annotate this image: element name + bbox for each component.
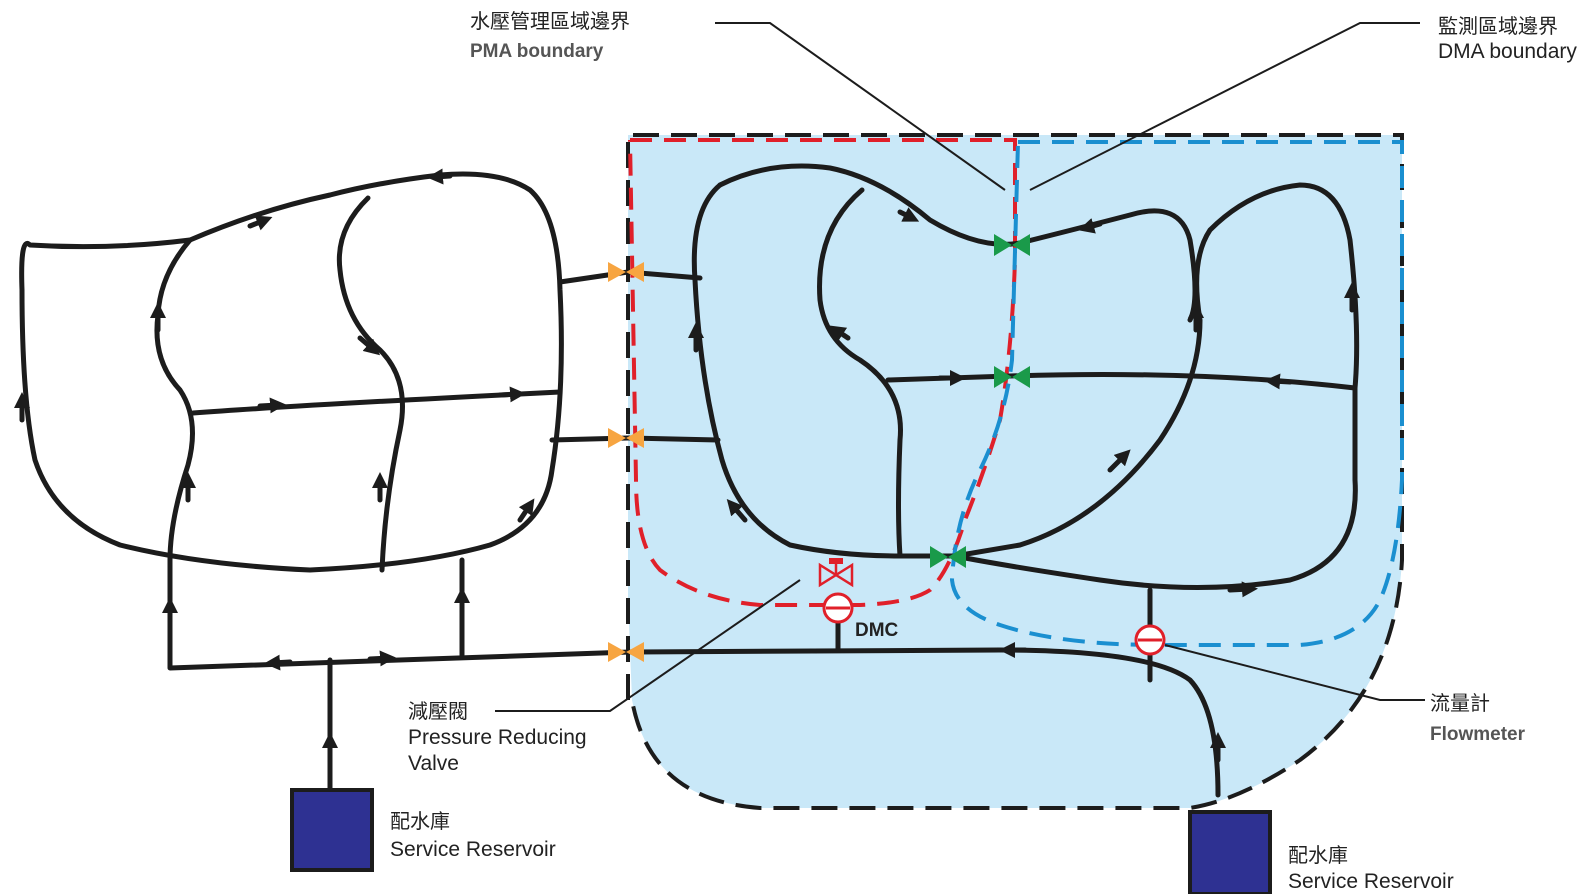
outer-boundary-line <box>626 133 1404 810</box>
valve-icon <box>930 546 966 568</box>
reservoir-2-label-zh: 配水庫 <box>1288 843 1348 867</box>
reservoir-2-label-en: Service Reservoir <box>1288 870 1454 893</box>
right-network-pipes <box>625 163 1361 798</box>
prv-label-en-2: Valve <box>408 752 459 775</box>
reservoir-1-label-zh: 配水庫 <box>390 809 450 833</box>
reservoir-1-label-en: Service Reservoir <box>390 838 556 861</box>
prv-label-zh: 減壓閥 <box>408 699 468 723</box>
prv-label-en-1: Pressure Reducing <box>408 726 587 749</box>
left-network-pipes <box>13 168 633 793</box>
pma-leader-line <box>715 22 1006 191</box>
pma-boundary-line <box>628 138 1017 607</box>
valve-icon <box>994 234 1030 256</box>
pressure-reducing-valve-icon <box>818 558 854 588</box>
dma-leader-line <box>1029 22 1420 191</box>
dma-boundary-line <box>949 140 1404 647</box>
pma-label-en: PMA boundary <box>470 41 604 62</box>
pma-label-zh: 水壓管理區域邊界 <box>470 9 630 33</box>
dma-label-zh: 監測區域邊界 <box>1438 14 1558 38</box>
dma-label-en: DMA boundary <box>1438 40 1577 63</box>
dmc-label: DMC <box>855 620 899 641</box>
valve-icon <box>608 428 644 448</box>
flow-leader-line <box>1164 644 1425 701</box>
valve-icon <box>608 262 644 282</box>
reservoir-icon <box>1188 810 1272 894</box>
reservoir-icon <box>290 788 374 872</box>
valve-icon <box>608 642 644 662</box>
flowmeter-icon <box>822 592 854 624</box>
flowmeter-label-zh: 流量計 <box>1430 691 1490 715</box>
valve-icon <box>994 366 1030 388</box>
prv-leader-line <box>495 579 801 712</box>
flowmeter-label-en: Flowmeter <box>1430 724 1526 745</box>
flowmeter-icon <box>1134 624 1166 656</box>
